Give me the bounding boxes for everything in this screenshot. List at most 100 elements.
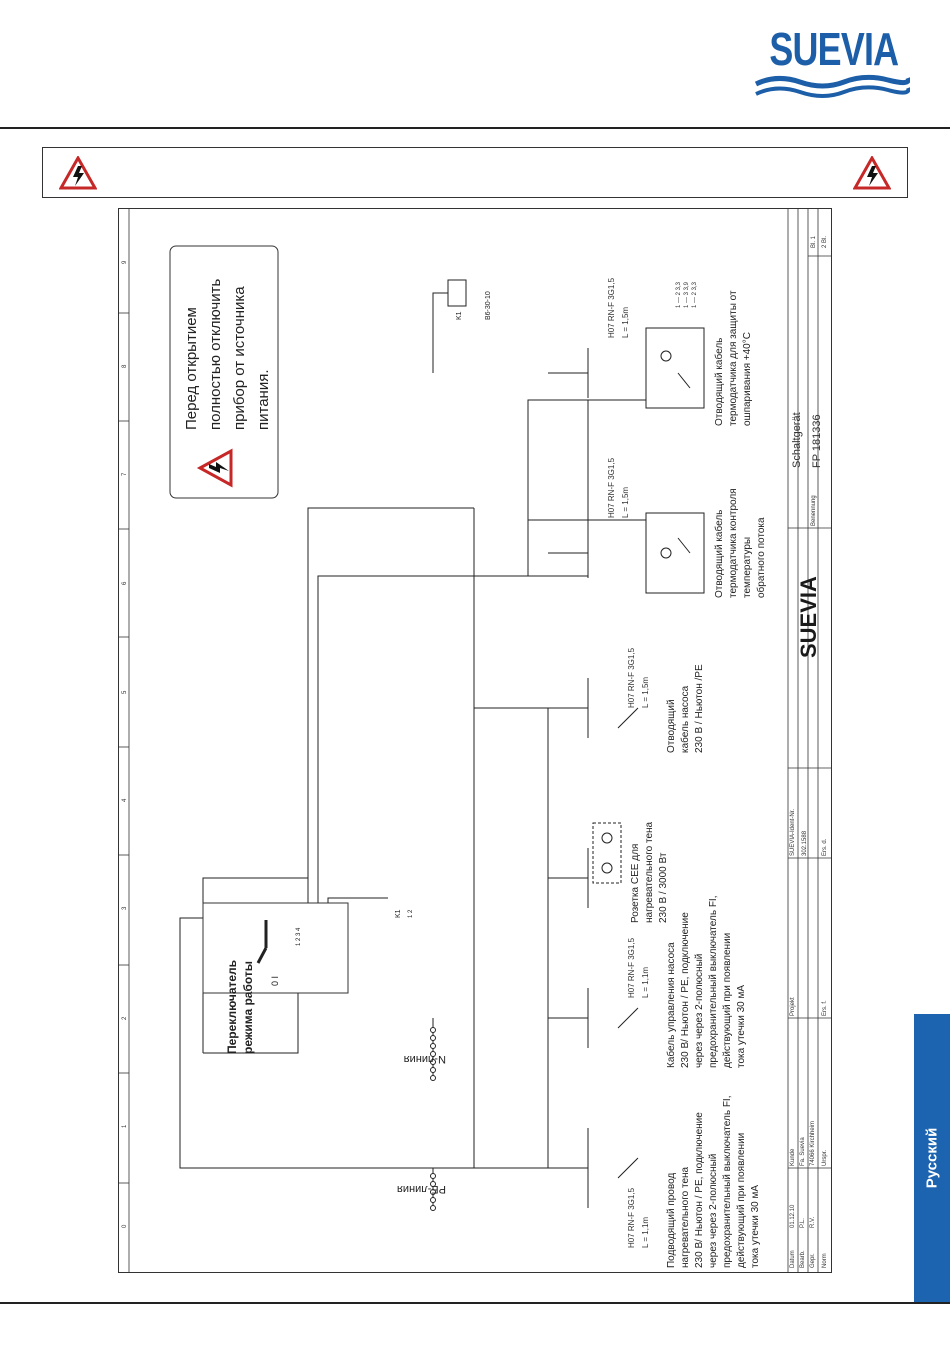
cable-desc: 230 В / 3000 Вт <box>658 852 669 923</box>
cable-desc: Подводящий провод <box>666 1173 677 1268</box>
high-voltage-warning-icon <box>196 448 233 488</box>
cable-desc: нагревательного тена <box>644 821 655 923</box>
mode-switch: Переключатель режима работы 0 I 1 2 3 4 <box>202 902 349 1054</box>
cable-length: L = 1,5m <box>621 307 630 338</box>
grid-number: 7 <box>122 472 128 476</box>
switch-terminals: 1 2 3 4 <box>296 927 302 946</box>
logo-waves-icon <box>754 74 910 98</box>
grid-number: 2 <box>122 1016 128 1020</box>
relay-contact: K1 1 2 <box>395 909 414 918</box>
grid-number: 0 <box>122 1224 128 1228</box>
cable-type: H07 RN-F 3G1,5 <box>607 457 616 518</box>
logo-wordmark: SUEVIA <box>769 23 899 75</box>
pe-line-label: PE-линия <box>397 1183 446 1195</box>
warning-bar <box>42 147 908 198</box>
title-projekt-label: Projekt <box>790 997 796 1016</box>
title-block <box>787 208 832 1273</box>
footer-rule <box>0 1302 950 1304</box>
language-label: Русский <box>923 1127 941 1189</box>
contact-row: 1 — 2 3,3 <box>692 281 698 308</box>
title-kunde-city: 74066 Kirchheim <box>810 1121 816 1166</box>
title-ers-label: Ers. d. <box>822 838 828 856</box>
cable-marks <box>617 707 639 1179</box>
warning-note-line: полностью отключить <box>207 279 224 430</box>
suevia-logo: SUEVIA <box>752 22 910 102</box>
cable-desc: тока утечки 30 мА <box>736 985 747 1068</box>
cable-desc: предохранительный выключатель FI, <box>708 896 719 1069</box>
cable-desc: через через 2-полюсный <box>694 954 705 1068</box>
header-rule <box>0 127 950 129</box>
title-row-val: R.V. <box>810 1217 816 1228</box>
title-block-logo: SUEVIA <box>796 576 821 658</box>
switch-state: 0 I <box>270 976 280 986</box>
cable-desc: термодатчика контроля <box>728 488 739 598</box>
cable-desc: Отводящий <box>666 699 677 753</box>
title-ident: 302.1588 <box>802 830 808 856</box>
k1-coil: K1 B6-30-10 <box>447 279 492 320</box>
cable-desc: предохранительный выключатель FI, <box>722 1096 733 1269</box>
cable-desc: тока утечки 30 мА <box>750 1185 761 1268</box>
n-line-label: N-линия <box>404 1053 446 1065</box>
cable-length: L = 1,5m <box>641 677 650 708</box>
cable-desc: Розетка CEE для <box>630 844 641 923</box>
title-kunde-label: Kunde <box>790 1148 796 1166</box>
cable-desc: Отводящий кабель <box>713 510 725 598</box>
coil-label: K1 <box>456 311 463 320</box>
switch-title: Переключатель <box>225 960 239 1054</box>
return-flow-thermostat <box>645 512 705 594</box>
cable-type: H07 RN-F 3G1,5 <box>627 937 636 998</box>
title-row-key: Norm <box>822 1253 828 1268</box>
cable-desc: через через 2-полюсный <box>708 1154 719 1268</box>
cee-socket <box>592 822 622 884</box>
cable-type: H07 RN-F 3G1,5 <box>627 1187 636 1248</box>
title-name-label: Benennung <box>811 495 817 526</box>
title-sheet: Bl. 1 <box>811 235 817 248</box>
cable-desc: действующий при появлении <box>736 1133 747 1268</box>
title-row-key: Datum <box>790 1250 796 1268</box>
cable-length: L = 1,1m <box>641 1217 650 1248</box>
cable-desc: нагревательного тена <box>680 1166 691 1268</box>
cable-desc: кабель насоса <box>679 685 691 753</box>
cable-desc: обратного потока <box>755 517 767 598</box>
grid-number: 3 <box>122 906 128 910</box>
switch-title: режима работы <box>241 961 255 1054</box>
cable-desc: температуры <box>742 537 753 598</box>
wires <box>179 292 648 1208</box>
cable-desc: термодатчика для защиты от <box>728 290 739 426</box>
cable-length: L = 1,1m <box>641 967 650 998</box>
title-name: Schaltgerät <box>791 412 803 468</box>
warning-note: Перед открытием полностью отключить приб… <box>169 245 279 499</box>
title-row-val: 01.12.10 <box>790 1204 796 1228</box>
cable-desc: Отводящий кабель <box>713 338 725 426</box>
warning-note-line: Перед открытием <box>183 307 200 430</box>
grid-ticks <box>118 312 129 1184</box>
grid-number: 6 <box>122 581 128 585</box>
contact-row: 1 — 3 3,9 <box>684 281 690 308</box>
grid-number: 9 <box>122 260 128 264</box>
contact-row: 1 — 2 3,3 <box>676 281 682 308</box>
title-sheets: 2 Bl. <box>822 236 828 248</box>
title-row-key: Bearb. <box>800 1250 806 1268</box>
title-number: FP 181336 <box>811 414 823 468</box>
grid-number: 1 <box>122 1124 128 1128</box>
n-line-bus <box>430 1018 436 1081</box>
title-ers-f-label: Ers. f. <box>822 1000 828 1016</box>
title-kunde: Fa. Suevia <box>800 1137 806 1166</box>
wiring-diagram: 0 1 2 3 4 5 6 7 8 9 Перед открытием полн… <box>118 208 832 1273</box>
cable-desc: 230 В / Ньютон /PE <box>694 664 705 753</box>
high-voltage-warning-icon <box>59 156 97 190</box>
title-row-key: Gepr. <box>810 1253 816 1268</box>
grid-number: 5 <box>122 690 128 694</box>
grid-number: 8 <box>122 364 128 368</box>
warning-note-line: прибор от источника <box>231 286 248 430</box>
coil-type: B6-30-10 <box>485 291 492 320</box>
high-voltage-warning-icon <box>853 156 891 190</box>
warning-note-line: питания. <box>255 370 272 431</box>
cable-type: H07 RN-F 3G1,5 <box>607 277 616 338</box>
grid-number: 4 <box>122 798 128 802</box>
cable-length: L = 1,5m <box>621 487 630 518</box>
pe-line-bus <box>430 1168 436 1211</box>
scald-protection-thermostat <box>645 327 705 409</box>
relay-contacts: 1 2 <box>408 909 414 918</box>
title-urspr-label: Urspr. <box>822 1150 828 1166</box>
